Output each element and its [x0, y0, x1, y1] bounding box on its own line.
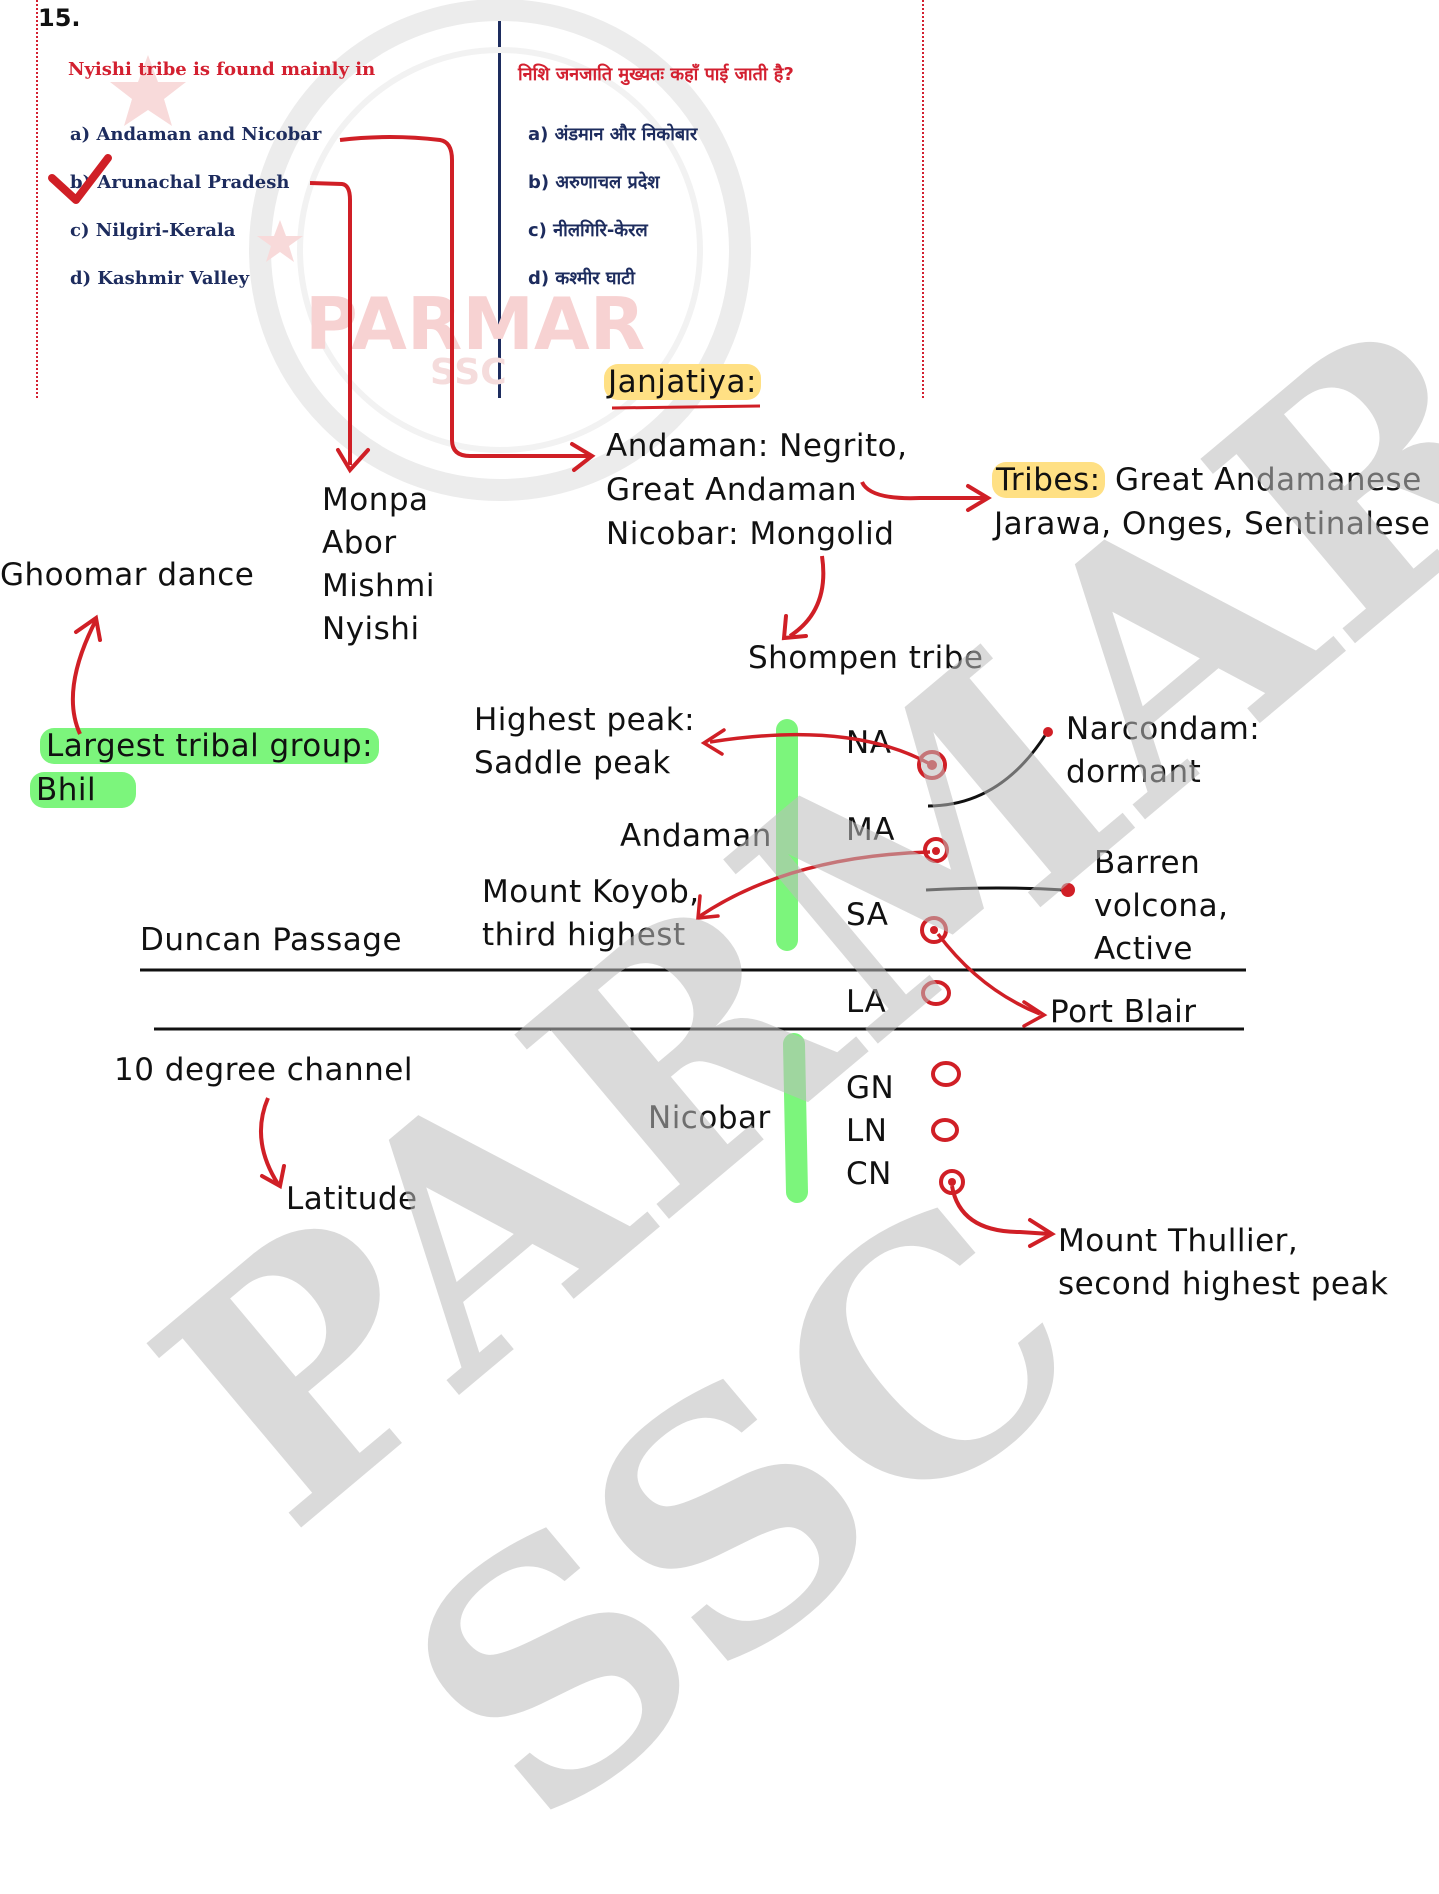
checkmark-icon — [48, 154, 112, 204]
gn-circle — [931, 1061, 961, 1087]
andaman-label: Andaman — [620, 818, 772, 854]
island-gn: GN — [846, 1070, 895, 1106]
option-d-hindi: d) कश्मीर घाटी — [528, 268, 635, 289]
la-circle — [921, 980, 951, 1006]
andaman-line-3: Nicobar: Mongolid — [606, 516, 895, 552]
largest-tribal-group: Largest tribal group: — [40, 728, 380, 764]
na-circle — [917, 750, 947, 780]
connector-andaman-arrow — [339, 135, 590, 458]
ghoomar-dance: Ghoomar dance — [0, 557, 255, 593]
arrow-to-latitude — [258, 1097, 280, 1186]
ten-degree-channel: 10 degree channel — [114, 1052, 413, 1088]
watermark-logo — [110, 0, 751, 501]
option-b-english: b) Arunachal Pradesh — [70, 172, 290, 193]
arrow-to-ghoomar — [70, 619, 98, 735]
arrow-to-shompen — [788, 555, 826, 638]
arunachal-tribe-2: Abor — [322, 525, 397, 561]
question-card — [36, 0, 924, 398]
narcondam-2: dormant — [1066, 754, 1202, 790]
card-right-border — [922, 0, 924, 398]
barren-1: Barren — [1094, 845, 1201, 881]
ln-circle — [931, 1118, 959, 1142]
card-left-border — [36, 0, 38, 398]
arrow-to-tribes — [860, 480, 986, 501]
question-text-english: Nyishi tribe is found mainly in — [68, 59, 376, 80]
highest-peak-1: Highest peak: — [474, 702, 696, 738]
arrow-to-port-blair — [936, 932, 1041, 1016]
janjatiya-heading: Janjatiya: — [604, 364, 761, 400]
largest-tribal-group-text: Largest tribal group: — [40, 728, 380, 764]
barren-2: volcona, — [1094, 888, 1229, 924]
tribes-list-1: Great Andamanese — [1104, 462, 1422, 498]
bhil: Bhil — [30, 772, 137, 808]
option-a-hindi: a) अंडमान और निकोबार — [528, 124, 698, 145]
column-divider — [498, 2, 501, 398]
option-b-hindi: b) अरुणाचल प्रदेश — [528, 172, 660, 193]
latitude: Latitude — [286, 1181, 418, 1217]
tribes-line-1: Tribes: Great Andamanese — [992, 462, 1422, 498]
bhil-text: Bhil — [30, 772, 137, 808]
narcondam-line — [927, 733, 1048, 808]
shompen-tribe: Shompen tribe — [748, 640, 984, 676]
watermark-logo-subtext: SSC — [430, 352, 507, 393]
arrow-to-saddle-peak — [709, 732, 931, 766]
option-c-hindi: c) नीलगिरि-केरल — [528, 220, 648, 241]
arunachal-tribe-1: Monpa — [322, 482, 429, 518]
island-ln: LN — [846, 1113, 888, 1149]
nicobar-label: Nicobar — [648, 1100, 771, 1136]
ink-annotations — [48, 135, 1246, 1248]
duncan-passage: Duncan Passage — [140, 922, 403, 958]
thullier-1: Mount Thullier, — [1058, 1223, 1299, 1259]
thullier-2: second highest peak — [1058, 1266, 1389, 1302]
watermark-logo-text: PARMAR — [305, 282, 646, 366]
arrow-to-thullier — [950, 1185, 1051, 1236]
ma-circle — [923, 837, 949, 863]
andaman-line-2: Great Andaman — [606, 472, 858, 508]
narcondam-1: Narcondam: — [1066, 711, 1261, 747]
connector-arunachal-arrow — [309, 181, 352, 465]
tribes-label: Tribes: — [992, 462, 1105, 498]
island-ma: MA — [846, 812, 895, 848]
question-number: 15. — [38, 4, 81, 32]
option-d-english: d) Kashmir Valley — [70, 268, 250, 289]
port-blair: Port Blair — [1050, 994, 1197, 1030]
highest-peak-2: Saddle peak — [474, 745, 671, 781]
sa-circle — [920, 916, 948, 944]
janjatiya-text: Janjatiya: — [604, 364, 761, 400]
arrow-to-koyob — [699, 850, 931, 918]
koyob-2: third highest — [482, 917, 686, 953]
barren-line — [925, 886, 1065, 892]
koyob-1: Mount Koyob, — [482, 874, 700, 910]
option-a-english: a) Andaman and Nicobar — [70, 124, 322, 145]
janjatiya-underline — [611, 404, 761, 410]
andaman-line-1: Andaman: Negrito, — [606, 428, 908, 464]
barren-3: Active — [1094, 931, 1193, 967]
island-sa: SA — [846, 897, 889, 933]
nicobar-green-bar — [783, 1033, 808, 1203]
island-cn: CN — [846, 1156, 892, 1192]
option-c-english: c) Nilgiri-Kerala — [70, 220, 236, 241]
question-text-hindi: निशि जनजाति मुख्यतः कहाँ पाई जाती है? — [518, 64, 794, 85]
arunachal-tribe-4: Nyishi — [322, 611, 420, 647]
arunachal-tribe-3: Mishmi — [322, 568, 435, 604]
island-la: LA — [846, 984, 887, 1020]
tribes-line-2: Jarawa, Onges, Sentinalese — [994, 506, 1431, 542]
